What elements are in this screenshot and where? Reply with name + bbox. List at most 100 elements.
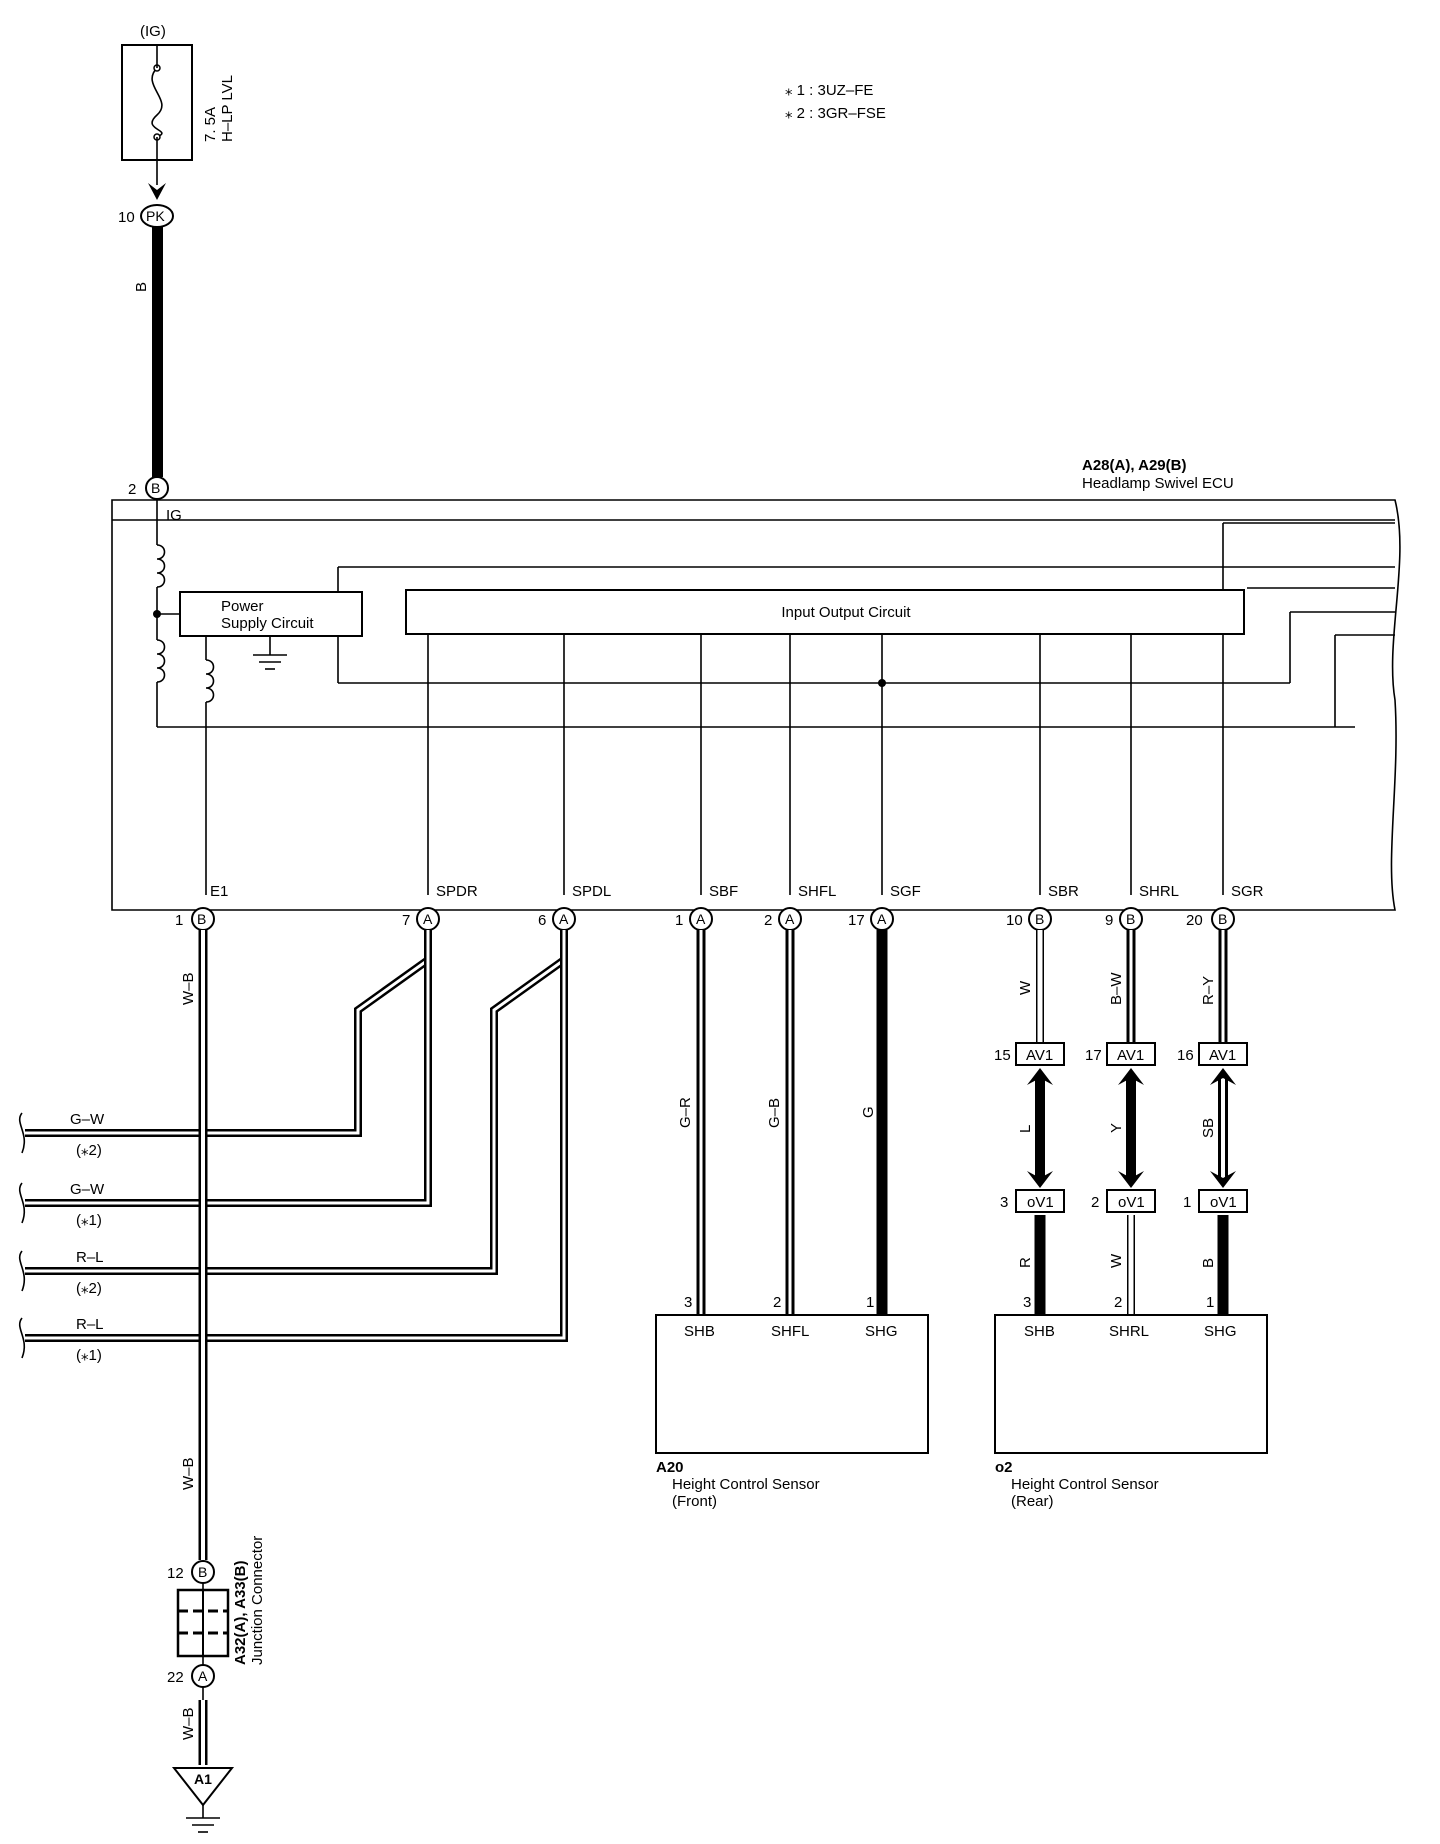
svg-text:1: 1: [675, 912, 683, 929]
svg-text:W–B: W–B: [180, 972, 197, 1005]
front-sensor-name: Height Control Sensor: [672, 1476, 820, 1493]
svg-text:A: A: [696, 911, 706, 927]
svg-text:3: 3: [1000, 1194, 1008, 1211]
svg-text:B: B: [1035, 911, 1044, 927]
svg-text:3: 3: [684, 1294, 692, 1311]
svg-text:2: 2: [1114, 1294, 1122, 1311]
svg-text:W: W: [1017, 980, 1034, 995]
connector-arrow-icon: [148, 183, 166, 200]
svg-text:1: 1: [175, 912, 183, 929]
svg-text:1: 1: [1183, 1194, 1191, 1211]
svg-text:R–Y: R–Y: [1200, 976, 1217, 1005]
svg-text:(⁎1): (⁎1): [76, 1347, 102, 1364]
junction-connector-id: A32(A), A33(B): [232, 1561, 249, 1665]
svg-text:R–L: R–L: [76, 1249, 104, 1266]
terminal-spdl: SPDL: [572, 883, 611, 900]
svg-text:7: 7: [402, 912, 410, 929]
ecu-id: A28(A), A29(B): [1082, 457, 1186, 474]
svg-text:20: 20: [1186, 912, 1203, 929]
note-1: ⁎ 1 : 3UZ–FE: [785, 82, 873, 99]
rear-sensor-id: o2: [995, 1459, 1013, 1476]
svg-text:1: 1: [1206, 1294, 1214, 1311]
svg-text:Y: Y: [1108, 1123, 1125, 1133]
svg-text:W: W: [1108, 1253, 1125, 1268]
svg-text:AV1: AV1: [1117, 1047, 1144, 1064]
svg-text:SHB: SHB: [684, 1323, 715, 1340]
svg-text:17: 17: [848, 912, 865, 929]
svg-text:AV1: AV1: [1209, 1047, 1236, 1064]
wire-break-icons: [18, 1112, 26, 1359]
ecu-name: Headlamp Swivel ECU: [1082, 475, 1234, 492]
terminal-sgr: SGR: [1231, 883, 1264, 900]
rear-sensor-wires: [1034, 930, 1229, 1315]
svg-text:B: B: [197, 911, 206, 927]
front-sensor-position: (Front): [672, 1493, 717, 1510]
svg-text:B: B: [198, 1564, 207, 1580]
svg-text:R: R: [1017, 1257, 1034, 1268]
terminal-connectors: 1 B 7 A 6 A 1 A 2 A 17 A 10 B 9 B 20 B: [175, 907, 1235, 931]
ecu-box: [111, 499, 1401, 911]
svg-text:W–B: W–B: [180, 1707, 197, 1740]
fuse-rating: 7. 5A: [202, 107, 219, 142]
b-wire-label: B: [133, 282, 150, 292]
svg-text:AV1: AV1: [1026, 1047, 1053, 1064]
svg-text:2: 2: [128, 481, 136, 498]
svg-text:3: 3: [1023, 1294, 1031, 1311]
svg-text:B: B: [151, 480, 160, 496]
svg-text:A: A: [877, 911, 887, 927]
terminal-sbr: SBR: [1048, 883, 1079, 900]
svg-text:Supply Circuit: Supply Circuit: [221, 615, 314, 632]
svg-text:SHRL: SHRL: [1109, 1323, 1149, 1340]
svg-text:R–L: R–L: [76, 1316, 104, 1333]
svg-text:(⁎2): (⁎2): [76, 1280, 102, 1297]
svg-text:oV1: oV1: [1118, 1194, 1145, 1211]
terminal-shfl: SHFL: [798, 883, 836, 900]
svg-text:G–W: G–W: [70, 1111, 105, 1128]
svg-text:Input Output Circuit: Input Output Circuit: [781, 604, 911, 621]
rear-sensor-name: Height Control Sensor: [1011, 1476, 1159, 1493]
io-circuit-block: [405, 589, 1245, 635]
power-supply-block: [179, 591, 363, 637]
svg-text:SB: SB: [1200, 1118, 1217, 1138]
svg-text:9: 9: [1105, 912, 1113, 929]
svg-text:10: 10: [1006, 912, 1023, 929]
svg-text:SHFL: SHFL: [771, 1323, 809, 1340]
ov1-connectors: oV1 oV1 oV1 3 2 1: [1000, 1189, 1248, 1213]
svg-text:oV1: oV1: [1027, 1194, 1054, 1211]
svg-text:SHB: SHB: [1024, 1323, 1055, 1340]
terminal-sbf: SBF: [709, 883, 738, 900]
svg-text:W–B: W–B: [180, 1457, 197, 1490]
av1-connectors: AV1 AV1 AV1 15 17 16: [994, 1042, 1248, 1066]
rear-sensor-position: (Rear): [1011, 1493, 1054, 1510]
ig-label: IG: [166, 507, 182, 524]
rear-height-sensor: [994, 1314, 1268, 1454]
svg-text:6: 6: [538, 912, 546, 929]
front-sensor-id: A20: [656, 1459, 684, 1476]
svg-text:L: L: [1017, 1125, 1034, 1133]
svg-text:15: 15: [994, 1047, 1011, 1064]
svg-text:A: A: [423, 911, 433, 927]
connector-arrow-icons: [1027, 1068, 1236, 1188]
svg-text:1: 1: [866, 1294, 874, 1311]
svg-text:B: B: [1200, 1258, 1217, 1268]
svg-text:10: 10: [118, 209, 135, 226]
svg-text:(⁎1): (⁎1): [76, 1212, 102, 1229]
junction-connector-name: Junction Connector: [249, 1536, 266, 1665]
svg-text:oV1: oV1: [1210, 1194, 1237, 1211]
b-wire: [152, 227, 163, 477]
svg-text:17: 17: [1085, 1047, 1102, 1064]
svg-text:A: A: [785, 911, 795, 927]
svg-text:A: A: [198, 1668, 208, 1684]
svg-text:SHG: SHG: [865, 1323, 898, 1340]
svg-text:G: G: [860, 1106, 877, 1118]
svg-text:2: 2: [1091, 1194, 1099, 1211]
svg-text:B: B: [1126, 911, 1135, 927]
note-2: ⁎ 2 : 3GR–FSE: [785, 105, 886, 122]
front-height-sensor: [655, 1314, 929, 1454]
svg-text:B: B: [1218, 911, 1227, 927]
svg-text:(⁎2): (⁎2): [76, 1142, 102, 1159]
terminal-e1: E1: [210, 883, 228, 900]
fuse-circuit-label: (IG): [140, 23, 166, 40]
terminal-spdr: SPDR: [436, 883, 478, 900]
svg-text:16: 16: [1177, 1047, 1194, 1064]
